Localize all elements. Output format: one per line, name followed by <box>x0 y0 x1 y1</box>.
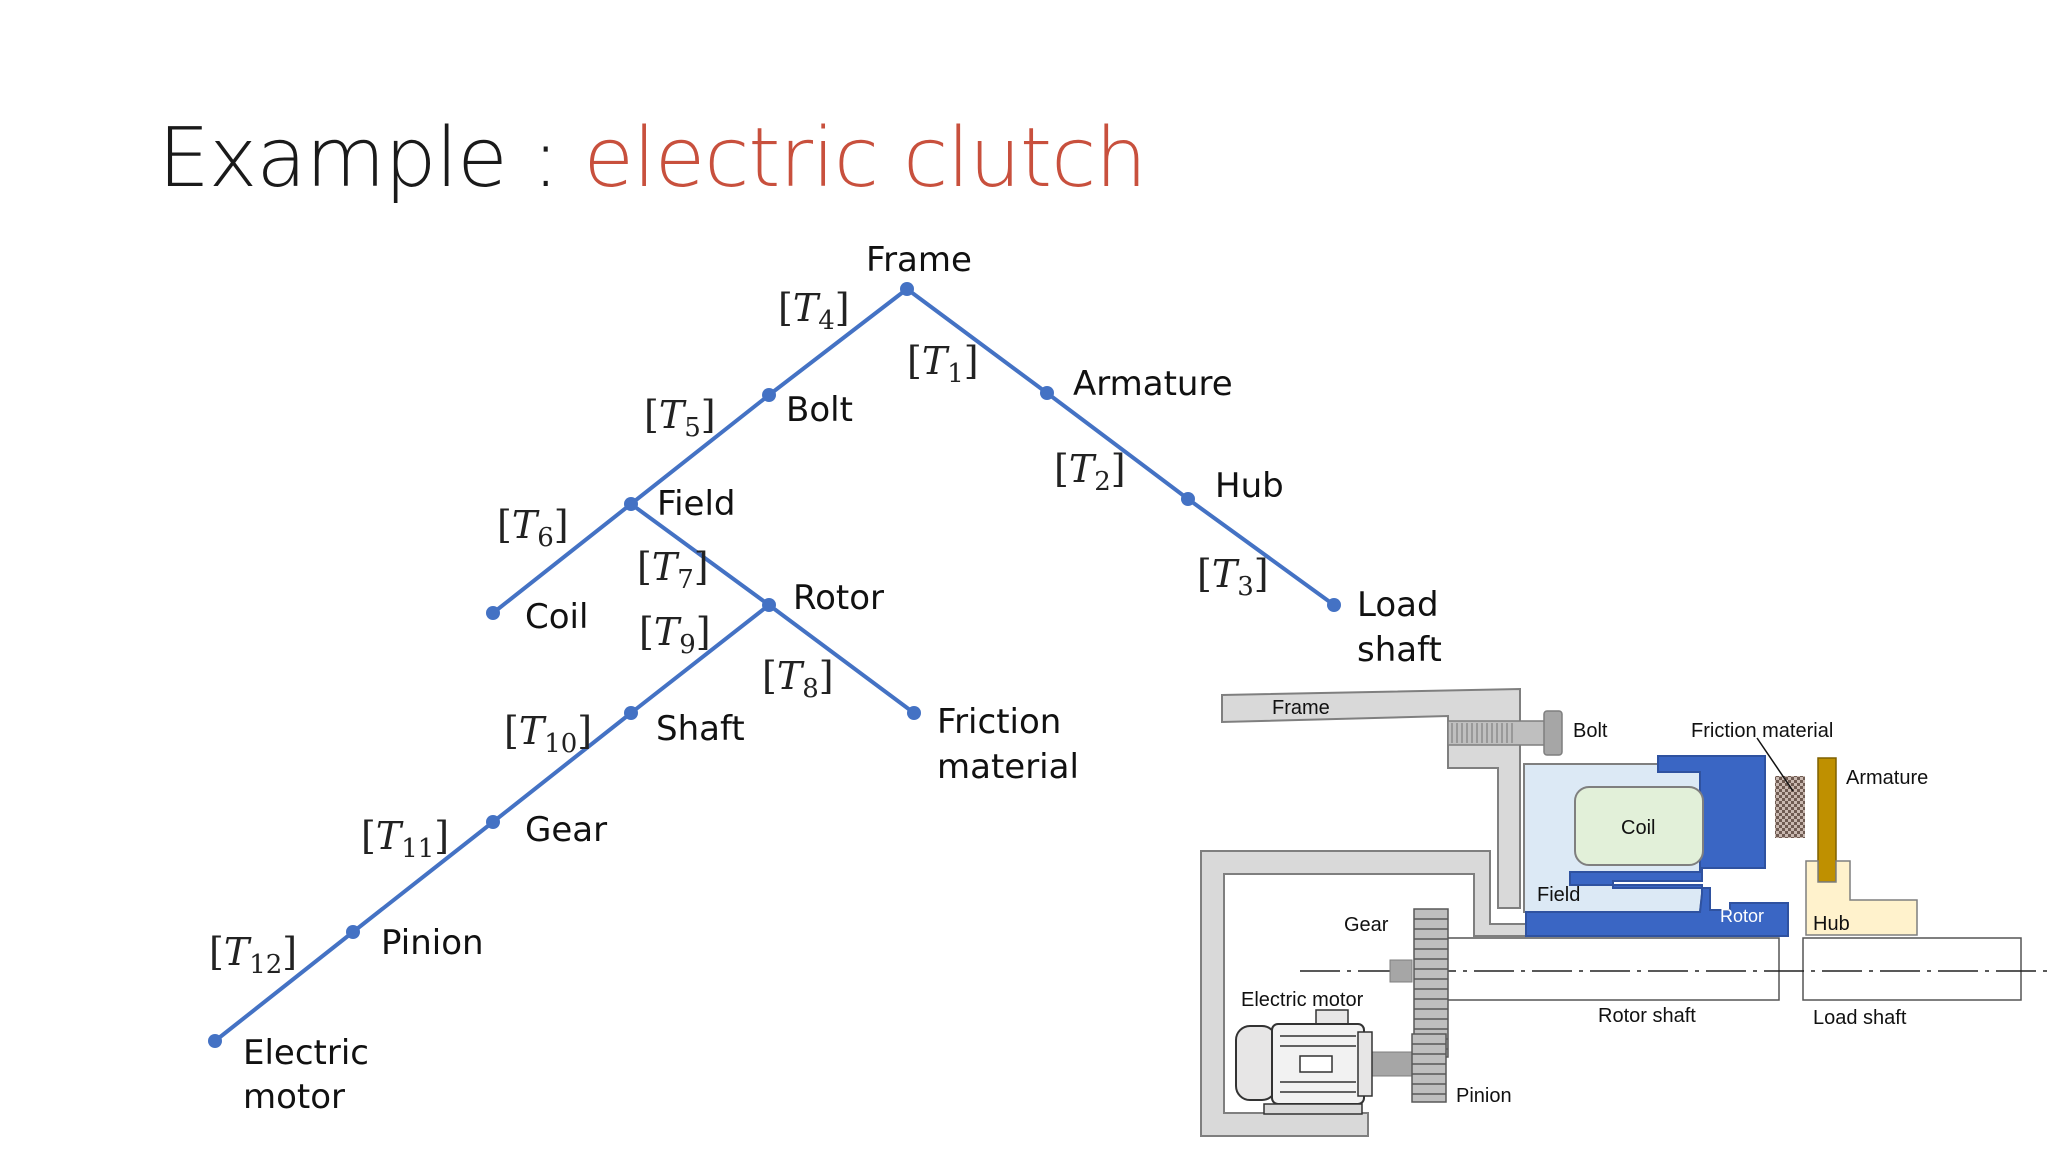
transform-labels: [T1] [T2] [T3] [T4] [T5] [T6] [T7] [T8] … <box>209 286 1269 980</box>
rotor-part <box>1525 755 1789 937</box>
node-shaft <box>624 706 638 720</box>
edge-hub-loadshaft <box>1186 497 1336 607</box>
node-rotor <box>762 598 776 612</box>
hub-part <box>1805 860 1918 936</box>
drawing-label-gear: Gear <box>1344 914 1389 936</box>
node-frame <box>900 282 914 296</box>
label-hub: Hub <box>1215 466 1284 506</box>
edge-frame-armature <box>905 287 1049 395</box>
transform-t5: [T5] <box>644 393 716 443</box>
label-motor-2: motor <box>243 1077 345 1117</box>
label-friction-1: Friction <box>937 702 1061 742</box>
title-prefix: Example : <box>158 111 584 206</box>
transform-t1: [T1] <box>907 339 979 389</box>
node-field <box>624 497 638 511</box>
label-motor-1: Electric <box>243 1033 369 1073</box>
bolt-head <box>1543 710 1563 756</box>
title-accent: electric clutch <box>583 111 1148 206</box>
tree-node-labels: Frame Armature Hub Load shaft Bolt Field… <box>243 240 1442 1117</box>
label-load-shaft-2: shaft <box>1357 630 1442 670</box>
node-friction <box>907 706 921 720</box>
node-gear <box>486 815 500 829</box>
transform-t7: [T7] <box>637 545 709 595</box>
label-frame: Frame <box>866 240 972 280</box>
edge-field-coil <box>491 502 633 615</box>
label-coil: Coil <box>525 597 588 637</box>
drawing-labels: Frame Bolt Friction material Armature Co… <box>1241 697 1928 1107</box>
coil-part <box>1574 786 1704 866</box>
node-load-shaft <box>1327 598 1341 612</box>
armature-part <box>1817 757 1837 883</box>
node-coil <box>486 606 500 620</box>
bolt-part <box>1447 710 1563 756</box>
transform-t11: [T11] <box>361 814 449 864</box>
node-armature <box>1040 386 1054 400</box>
label-field: Field <box>657 484 735 524</box>
transform-t3: [T3] <box>1197 552 1269 602</box>
edge-frame-bolt <box>767 287 909 397</box>
drawing-label-load-shaft: Load shaft <box>1813 1007 1907 1029</box>
drawing-label-bolt: Bolt <box>1573 720 1608 742</box>
drawing-label-hub: Hub <box>1813 913 1850 935</box>
label-load-shaft-1: Load <box>1357 585 1439 625</box>
electric-motor-part <box>1235 1009 1373 1115</box>
drawing-label-pinion: Pinion <box>1456 1085 1512 1107</box>
drawing-label-electric-motor: Electric motor <box>1241 989 1364 1011</box>
edge-pinion-motor <box>213 930 355 1043</box>
slide-title: Example : electric clutch <box>158 118 1147 200</box>
bolt-thread <box>1451 723 1513 743</box>
edge-rotor-friction <box>767 603 916 715</box>
transform-t12: [T12] <box>209 930 297 980</box>
edge-field-rotor <box>629 502 771 607</box>
edge-armature-hub <box>1045 391 1190 501</box>
label-friction-2: material <box>937 747 1079 787</box>
label-bolt: Bolt <box>786 390 853 430</box>
transform-t4: [T4] <box>778 286 850 336</box>
tree-edges <box>213 287 1336 1043</box>
clutch-drawing <box>1200 687 2048 1137</box>
label-gear: Gear <box>525 810 607 850</box>
drawing-label-rotor-shaft: Rotor shaft <box>1598 1005 1696 1027</box>
frame-upper-part <box>1221 687 1521 909</box>
transform-t8: [T8] <box>762 654 834 704</box>
friction-leader-line <box>1756 737 1794 792</box>
drawing-label-friction: Friction material <box>1691 720 1833 742</box>
label-armature: Armature <box>1073 364 1233 404</box>
tree-nodes <box>208 282 1341 1048</box>
label-rotor: Rotor <box>793 578 884 618</box>
drawing-label-frame: Frame <box>1272 697 1330 719</box>
label-shaft: Shaft <box>656 709 745 749</box>
transform-t9: [T9] <box>639 610 711 660</box>
frame-lower-part <box>1200 850 1528 1137</box>
load-shaft-part <box>1802 937 2022 1001</box>
transform-t6: [T6] <box>497 503 569 553</box>
node-motor <box>208 1034 222 1048</box>
node-pinion <box>346 925 360 939</box>
edge-gear-pinion <box>351 820 495 934</box>
edge-shaft-gear <box>491 711 633 824</box>
gear-part <box>1413 908 1449 1058</box>
drawing-label-rotor: Rotor <box>1720 906 1764 926</box>
transform-t2: [T2] <box>1054 447 1126 497</box>
edge-bolt-field <box>629 393 771 506</box>
pinion-part <box>1411 1033 1447 1103</box>
label-pinion: Pinion <box>381 923 484 963</box>
gear-stub-shaft <box>1389 959 1413 983</box>
node-hub <box>1181 492 1195 506</box>
motor-shaft-part <box>1371 1051 1413 1077</box>
drawing-label-coil: Coil <box>1621 817 1655 839</box>
drawing-label-armature: Armature <box>1846 767 1928 789</box>
edge-rotor-shaft <box>629 603 771 715</box>
node-bolt <box>762 388 776 402</box>
transform-t10: [T10] <box>504 709 592 759</box>
rotor-shaft-part <box>1446 937 1780 1001</box>
drawing-label-field: Field <box>1537 884 1580 906</box>
